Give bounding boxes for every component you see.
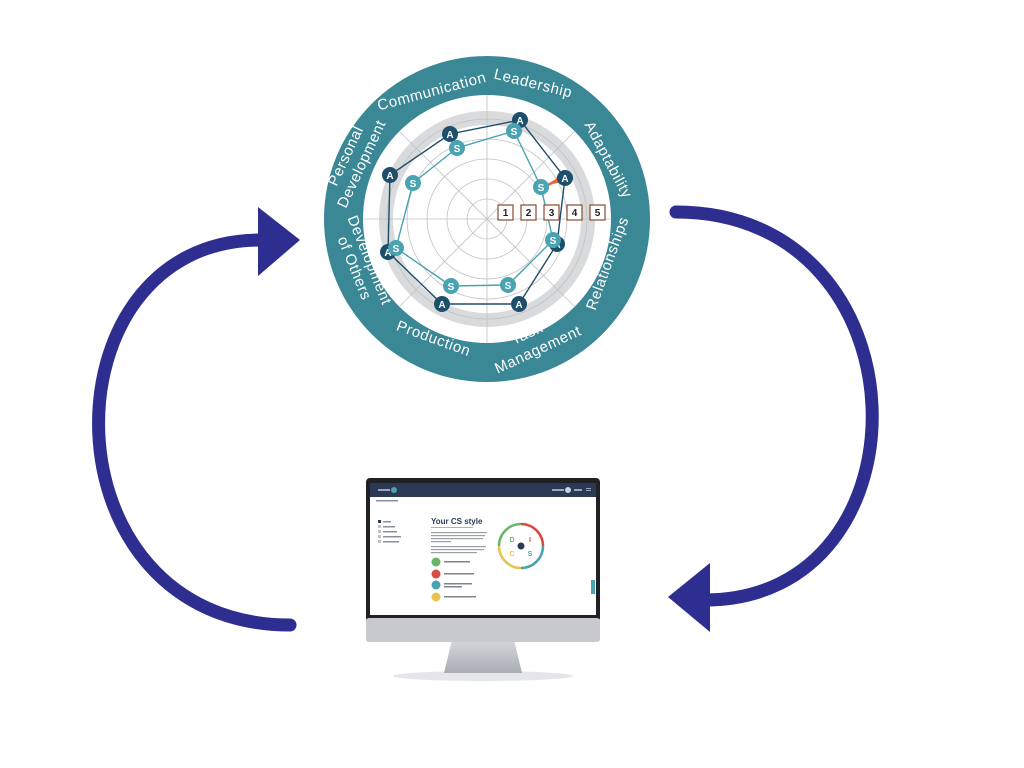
svg-text:S: S xyxy=(410,179,417,190)
scale-boxes: 1 2 3 4 5 xyxy=(497,204,606,221)
a-marker: A xyxy=(434,296,450,312)
screen-disc-wheel: D I S C xyxy=(497,522,545,570)
screen-feedback-tab xyxy=(591,580,595,594)
svg-text:S: S xyxy=(393,244,400,255)
disc-item-dot xyxy=(431,557,441,567)
svg-text:5: 5 xyxy=(595,208,601,219)
competency-wheel: Leadership Adaptability Relationships Ta… xyxy=(324,56,650,382)
s-markers: S S S S S S S S xyxy=(388,123,561,294)
monitor-screen: Your CS style xyxy=(370,483,596,615)
disc-letter-s: S xyxy=(528,551,533,558)
s-marker: S xyxy=(388,240,404,256)
svg-text:A: A xyxy=(386,171,393,182)
right-arrowhead-icon xyxy=(668,563,710,632)
screen-topbar xyxy=(370,483,596,497)
screen-sidebar xyxy=(378,520,401,543)
scale-box-2: 2 xyxy=(520,204,537,221)
disc-center-marker xyxy=(517,542,525,550)
svg-text:S: S xyxy=(505,281,512,292)
monitor-chin xyxy=(366,618,600,642)
svg-text:3: 3 xyxy=(549,208,555,219)
svg-text:A: A xyxy=(446,130,453,141)
svg-text:A: A xyxy=(384,248,391,259)
disc-letter-i: I xyxy=(529,537,531,544)
desktop-monitor: Your CS style xyxy=(366,478,600,681)
disc-letter-d: D xyxy=(509,537,514,544)
screen-disc-list xyxy=(431,557,476,602)
a-marker: A xyxy=(511,296,527,312)
screen-menu-icon xyxy=(586,488,591,489)
scale-box-4: 4 xyxy=(566,204,583,221)
s-marker: S xyxy=(506,123,522,139)
screen-paragraph xyxy=(431,532,487,554)
monitor-stand xyxy=(444,640,522,673)
svg-text:1: 1 xyxy=(503,208,509,219)
monitor-shadow xyxy=(393,671,573,681)
svg-text:A: A xyxy=(561,174,568,185)
scale-box-3: 3 xyxy=(543,204,560,221)
svg-text:4: 4 xyxy=(572,208,578,219)
screen-logo-icon xyxy=(391,487,397,493)
screen-page-title: Your CS style xyxy=(431,517,483,526)
screen-avatar xyxy=(565,487,571,493)
disc-item-dot xyxy=(431,569,441,579)
left-arrowhead-icon xyxy=(258,207,300,276)
s-marker: S xyxy=(500,277,516,293)
svg-text:A: A xyxy=(516,116,523,127)
s-marker: S xyxy=(533,179,549,195)
s-marker: S xyxy=(405,175,421,191)
s-marker: S xyxy=(449,140,465,156)
svg-text:S: S xyxy=(511,127,518,138)
s-marker: S xyxy=(545,232,561,248)
svg-text:A: A xyxy=(515,300,522,311)
left-cycle-arc xyxy=(92,233,297,632)
svg-text:A: A xyxy=(438,300,445,311)
right-cycle-arc xyxy=(669,205,879,607)
scale-box-1: 1 xyxy=(497,204,514,221)
disc-item-dot xyxy=(431,592,441,602)
scale-box-5: 5 xyxy=(589,204,606,221)
s-marker: S xyxy=(443,278,459,294)
disc-letter-c: C xyxy=(509,551,514,558)
svg-text:S: S xyxy=(448,282,455,293)
a-marker: A xyxy=(382,167,398,183)
svg-text:S: S xyxy=(454,144,461,155)
a-marker: A xyxy=(442,126,458,142)
disc-item-dot xyxy=(431,580,441,590)
svg-text:S: S xyxy=(538,183,545,194)
svg-text:S: S xyxy=(550,236,557,247)
a-marker: A xyxy=(557,170,573,186)
svg-text:2: 2 xyxy=(526,208,532,219)
cycle-arrows xyxy=(92,205,879,632)
